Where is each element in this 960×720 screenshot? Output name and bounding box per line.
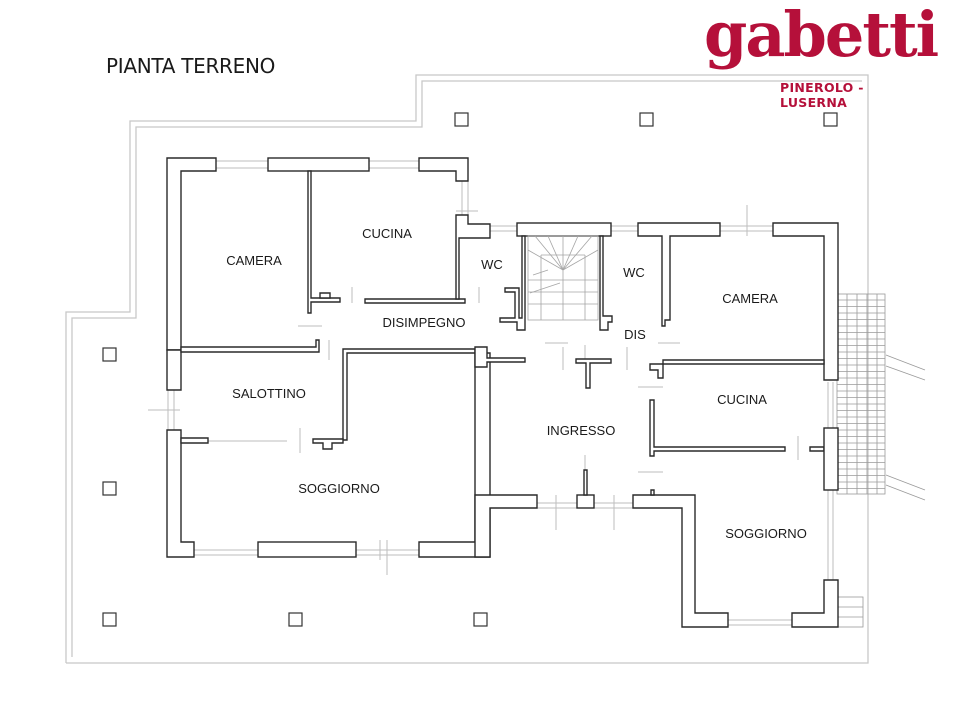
walls [166,157,839,628]
room-label-cucina-left: CUCINA [362,226,412,241]
exterior-steps [836,293,926,628]
property-outline [65,74,869,664]
pillars [102,112,838,627]
windows [148,160,834,626]
room-label-wc-right: WC [623,265,645,280]
room-labels: CAMERA CUCINA WC WC CAMERA DISIMPEGNO DI… [226,226,807,541]
room-label-wc-left: WC [481,257,503,272]
room-label-salottino: SALOTTINO [232,386,306,401]
room-label-dis: DIS [624,327,646,342]
room-label-camera-right: CAMERA [722,291,778,306]
room-label-ingresso: INGRESSO [547,423,616,438]
room-label-cucina-right: CUCINA [717,392,767,407]
staircase [527,235,599,321]
gabetti-logo: gabetti PINEROLO - LUSERNA [700,4,939,118]
room-label-disimpegno: DISIMPEGNO [382,315,465,330]
room-label-soggiorno-left: SOGGIORNO [298,481,380,496]
room-label-soggiorno-right: SOGGIORNO [725,526,807,541]
logo-brand: gabetti [704,0,939,71]
logo-subtitle: PINEROLO - LUSERNA [780,80,864,110]
room-label-camera-left: CAMERA [226,253,282,268]
plan-title: PIANTA TERRENO [106,54,276,78]
